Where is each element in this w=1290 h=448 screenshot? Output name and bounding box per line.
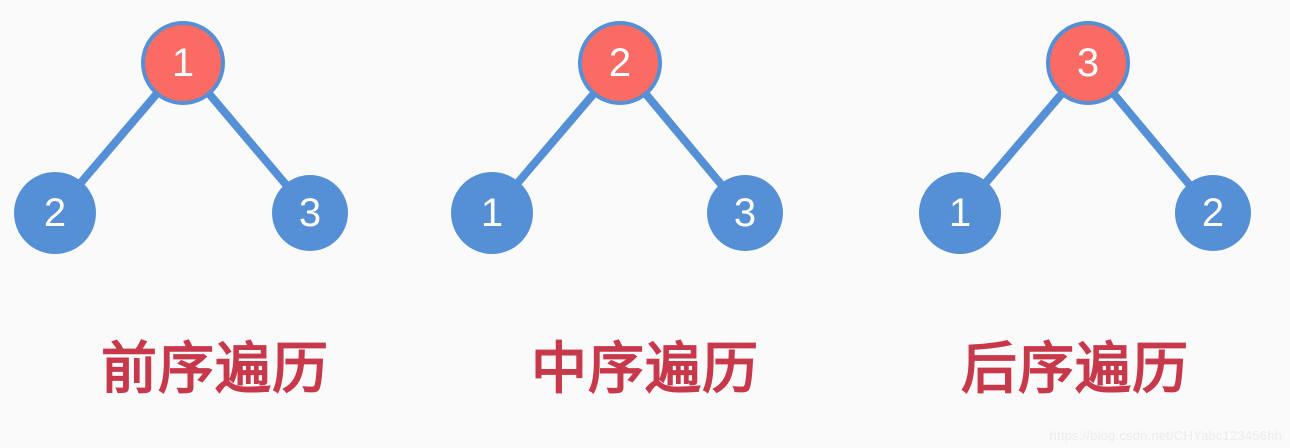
node-left-circle[interactable] [14, 172, 96, 254]
traversal-label-inorder: 中序遍历 [531, 337, 759, 402]
node-right-circle[interactable] [707, 175, 783, 251]
node-root-label: 2 [609, 41, 631, 85]
node-right-label: 3 [299, 191, 321, 235]
traversal-panel-inorder: 1 3 2 中序遍历 [430, 0, 860, 448]
traversal-label-postorder: 后序遍历 [961, 337, 1189, 402]
node-left-label: 1 [481, 191, 503, 235]
node-left-label: 1 [949, 191, 971, 235]
watermark-url: https://blog.csdn.net/CHYabc123456hh [1049, 428, 1282, 443]
node-left-circle[interactable] [919, 172, 1001, 254]
node-right-label: 3 [734, 191, 756, 235]
node-root-circle[interactable] [578, 21, 662, 105]
traversal-panel-postorder: 1 2 3 后序遍历 [860, 0, 1290, 448]
node-left-circle[interactable] [451, 172, 533, 254]
node-right-circle[interactable] [272, 175, 348, 251]
binary-tree-inorder: 1 3 2 [451, 21, 783, 254]
binary-tree-preorder: 2 3 1 [14, 21, 348, 254]
binary-tree-postorder: 1 2 3 [919, 21, 1251, 254]
node-right-label: 2 [1202, 191, 1224, 235]
node-root-label: 3 [1077, 41, 1099, 85]
traversal-label-preorder: 前序遍历 [101, 337, 329, 402]
traversal-panel-preorder: 2 3 1 前序遍历 [0, 0, 430, 448]
node-left-label: 2 [44, 191, 66, 235]
node-root-circle[interactable] [1046, 21, 1130, 105]
node-root-label: 1 [172, 41, 194, 85]
node-root-circle[interactable] [141, 21, 225, 105]
node-right-circle[interactable] [1175, 175, 1251, 251]
